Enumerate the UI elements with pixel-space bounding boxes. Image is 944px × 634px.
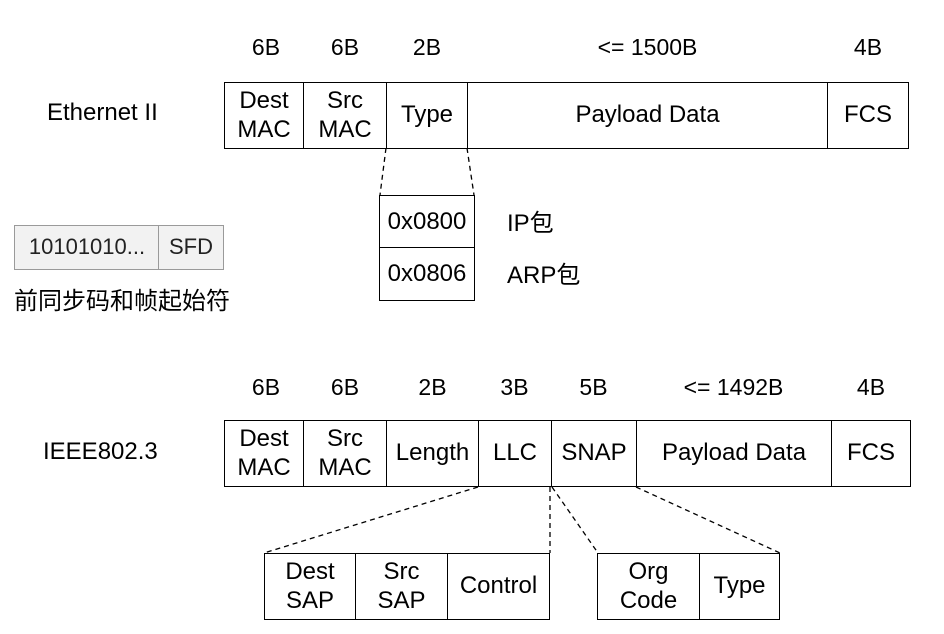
snap-org-code-label: Org Code — [619, 557, 678, 614]
size-label-8023-dest-mac: 6B — [251, 374, 281, 400]
size-label-8023-llc: 3B — [500, 374, 529, 400]
size-label-8023-src-mac: 6B — [330, 374, 360, 400]
type-code-arp: 0x0806 — [387, 259, 467, 287]
type-expand-right-line — [466, 147, 475, 196]
preamble-bits-label: 10101010... — [28, 234, 146, 260]
llc-control: Control — [447, 553, 550, 620]
snap-expand-right-line — [635, 486, 781, 554]
ethernet2-title: Ethernet II — [47, 99, 158, 126]
size-label-8023-snap: 5B — [579, 374, 608, 400]
snap-type: Type — [699, 553, 780, 620]
field-dest-mac-label: Dest MAC — [237, 86, 291, 143]
field-8023-fcs: FCS — [831, 420, 911, 487]
snap-expand-left-line — [551, 486, 599, 554]
field-8023-llc-label: LLC — [492, 439, 538, 467]
llc-src-sap-label: Src SAP — [377, 557, 426, 614]
type-value-ip: 0x0800 — [379, 195, 475, 249]
field-8023-snap-label: SNAP — [561, 439, 627, 467]
size-label-payload: <= 1500B — [597, 34, 698, 60]
type-value-arp: 0x0806 — [379, 247, 475, 301]
snap-type-label: Type — [713, 572, 766, 600]
size-label-type: 2B — [412, 34, 442, 60]
llc-control-label: Control — [459, 572, 538, 600]
preamble-sfd: SFD — [158, 225, 224, 270]
preamble-bits: 10101010... — [14, 225, 160, 270]
field-8023-length-label: Length — [395, 439, 470, 467]
field-dest-mac: Dest MAC — [224, 82, 304, 149]
field-8023-dest-mac-label: Dest MAC — [237, 424, 291, 481]
field-8023-dest-mac: Dest MAC — [224, 420, 304, 487]
field-8023-fcs-label: FCS — [847, 439, 895, 467]
llc-expand-left-line — [263, 486, 479, 554]
size-label-8023-payload: <= 1492B — [683, 374, 784, 400]
field-payload-label: Payload Data — [575, 101, 720, 129]
llc-dest-sap-label: Dest SAP — [285, 557, 335, 614]
preamble-caption: 前同步码和帧起始符 — [14, 288, 230, 315]
field-payload-data: Payload Data — [467, 82, 828, 149]
size-label-fcs: 4B — [853, 34, 883, 60]
size-label-dest-mac: 6B — [251, 34, 281, 60]
type-code-ip: 0x0800 — [387, 207, 467, 235]
size-label-8023-length: 2B — [418, 374, 447, 400]
field-type: Type — [386, 82, 468, 149]
field-fcs-label: FCS — [844, 101, 892, 129]
field-src-mac-label: Src MAC — [318, 86, 372, 143]
field-8023-payload-label: Payload Data — [661, 439, 807, 467]
field-fcs: FCS — [827, 82, 909, 149]
type-meaning-arp: ARP包 — [507, 262, 581, 289]
field-8023-payload-data: Payload Data — [636, 420, 832, 487]
field-8023-snap: SNAP — [551, 420, 637, 487]
field-src-mac: Src MAC — [303, 82, 387, 149]
llc-dest-sap: Dest SAP — [264, 553, 356, 620]
ieee8023-title: IEEE802.3 — [43, 438, 158, 465]
field-type-label: Type — [400, 101, 454, 129]
field-8023-src-mac: Src MAC — [303, 420, 387, 487]
type-meaning-ip: IP包 — [507, 210, 554, 237]
type-expand-left-line — [379, 147, 387, 196]
llc-src-sap: Src SAP — [355, 553, 448, 620]
size-label-8023-fcs: 4B — [856, 374, 886, 400]
preamble-sfd-label: SFD — [169, 234, 213, 260]
field-8023-src-mac-label: Src MAC — [318, 424, 372, 481]
size-label-src-mac: 6B — [330, 34, 360, 60]
field-8023-llc: LLC — [478, 420, 552, 487]
snap-org-code: Org Code — [597, 553, 700, 620]
field-8023-length: Length — [386, 420, 479, 487]
